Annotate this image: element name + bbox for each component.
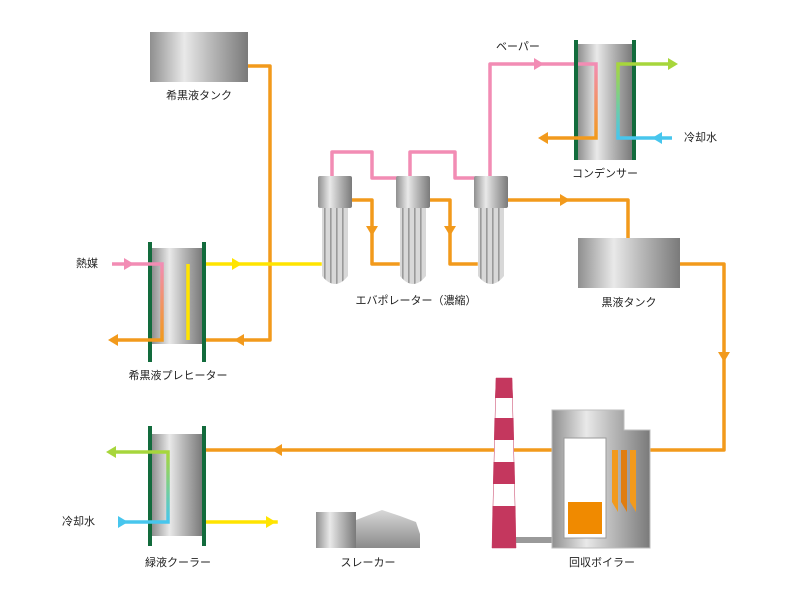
cooling-water-top-label: 冷却水 <box>684 131 717 144</box>
pipe-black-tank-to-boiler <box>648 262 726 452</box>
arrow-condensate-out <box>538 132 548 144</box>
arrow-heat-medium-out <box>108 334 118 346</box>
arrow-to-slaker <box>266 516 276 528</box>
slaker-label: スレーカー <box>340 556 396 569</box>
arrow-dilute-to-preheater <box>234 334 244 346</box>
arrow-cooling-water-in <box>652 132 662 144</box>
pipe-vapor-2-3 <box>408 150 478 180</box>
arrow-cooling-water-out <box>668 58 678 70</box>
recovery-boiler-label: 回収ボイラー <box>569 556 635 569</box>
green-liquor-cooler <box>106 426 206 546</box>
black-tank-label: 黒液タンク <box>601 296 657 309</box>
arrow-vapor-right <box>534 58 544 70</box>
vapor-label: ベーパー <box>496 40 540 53</box>
preheater <box>108 242 206 362</box>
arrow-boiler-feed <box>718 352 730 362</box>
arrow-preheater-out <box>232 258 242 270</box>
recovery-boiler <box>551 409 651 549</box>
dilute-tank-label: 希黒液タンク <box>166 89 232 102</box>
boiler-tubes <box>612 450 636 512</box>
green-cooler-label: 緑液クーラー <box>145 556 211 569</box>
dilute-black-liquor-tank <box>150 32 248 82</box>
preheater-label: 希黒液プレヒーター <box>128 369 228 382</box>
cooling-water-bottom-label: 冷却水 <box>62 515 95 528</box>
pipe-vapor-1-2 <box>330 150 400 180</box>
condenser-label: コンデンサー <box>572 167 638 180</box>
arrow-to-black-tank <box>560 194 570 206</box>
pipe-dilute-tank-out <box>186 64 272 342</box>
condenser <box>538 40 678 160</box>
smokestack <box>491 377 517 549</box>
evaporator-1 <box>318 176 352 284</box>
arrow-cooler-water-out <box>106 446 116 458</box>
heat-medium-label: 熱媒 <box>76 257 98 270</box>
pipe-vapor-to-condenser <box>488 62 580 178</box>
evaporator-label: エバポレーター（濃縮） <box>355 294 477 307</box>
evaporator-2 <box>396 176 430 284</box>
slaker <box>316 510 420 548</box>
arrow-boiler-to-cooler <box>272 444 282 456</box>
pipe-evap-to-black-tank <box>506 198 630 240</box>
furnace-fire <box>568 502 602 534</box>
arrow-evap-down-2 <box>444 226 456 236</box>
arrow-evap-down-1 <box>366 226 378 236</box>
arrow-cooler-water-in <box>118 516 128 528</box>
arrow-heat-medium-in <box>124 258 134 270</box>
evaporator-3 <box>474 176 508 284</box>
flow-arrows <box>232 58 730 528</box>
black-liquor-tank <box>578 238 680 288</box>
